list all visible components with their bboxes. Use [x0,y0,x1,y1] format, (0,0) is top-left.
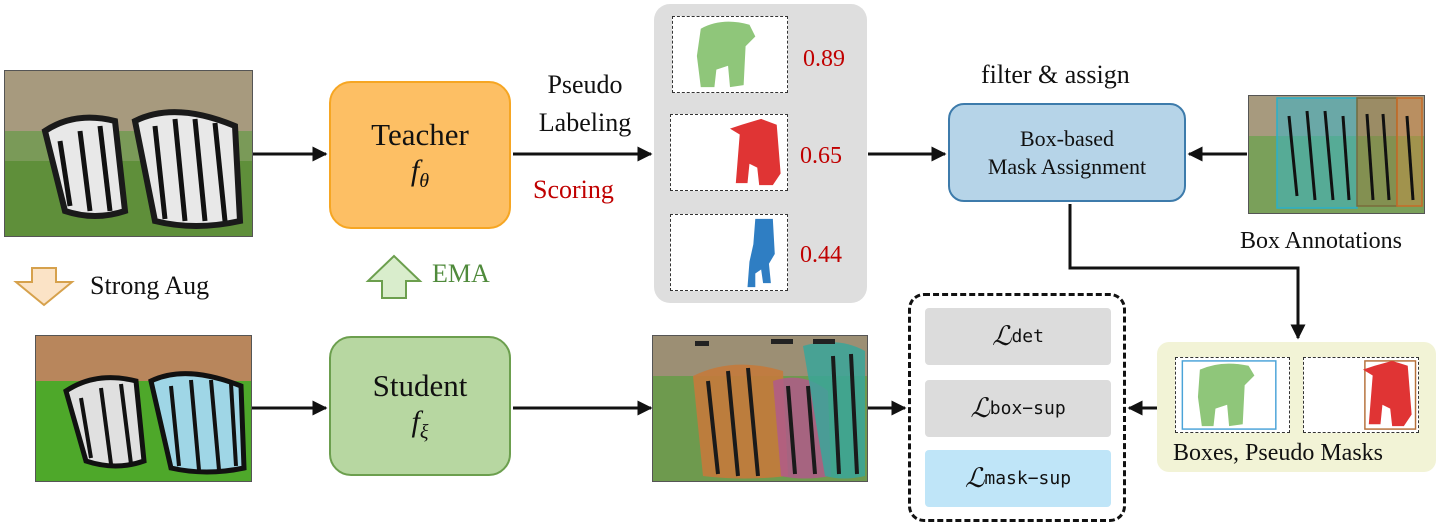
student-function: fξ [411,404,429,443]
boxes-pseudo-masks-panel: Boxes, Pseudo Masks [1157,342,1436,472]
teacher-label: Teacher [371,117,469,153]
result-mask-1 [1175,357,1290,433]
score-2: 0.65 [800,143,842,169]
mask-shape-blue [747,218,775,288]
box-based-mask-assignment: Box-based Mask Assignment [948,103,1186,202]
pseudo-labeling-label: Pseudo Labeling [538,70,632,137]
score-1: 0.89 [803,46,845,72]
arrow-assign-to-results [1068,204,1306,340]
student-model-box: Student fξ [329,336,511,476]
strong-aug-arrow [13,267,75,307]
mask-shape-red [729,118,781,186]
pseudo-mask-3 [670,214,788,291]
student-output-image [652,335,868,482]
strong-aug-label: Strong Aug [90,271,210,300]
result-caption: Boxes, Pseudo Masks [1173,440,1384,466]
ema-arrow [365,254,423,299]
augmented-image [35,335,252,482]
student-label: Student [372,368,468,404]
mask-shape-green [696,21,756,88]
pseudo-masks-panel: 0.89 0.65 0.44 [654,4,867,303]
score-3: 0.44 [800,242,842,268]
result-mask-2 [1303,357,1419,433]
box-annotations-label: Box Annotations [1240,228,1403,254]
pseudo-mask-1 [672,16,788,93]
scoring-label: Scoring [533,175,614,204]
input-image [4,70,253,237]
filter-assign-label: filter & assign [981,60,1130,89]
teacher-model-box: Teacher fθ [329,81,511,229]
pseudo-mask-2 [670,114,788,191]
teacher-function: fθ [410,153,430,192]
box-annotations-image [1248,95,1425,214]
ema-label: EMA [432,259,490,288]
